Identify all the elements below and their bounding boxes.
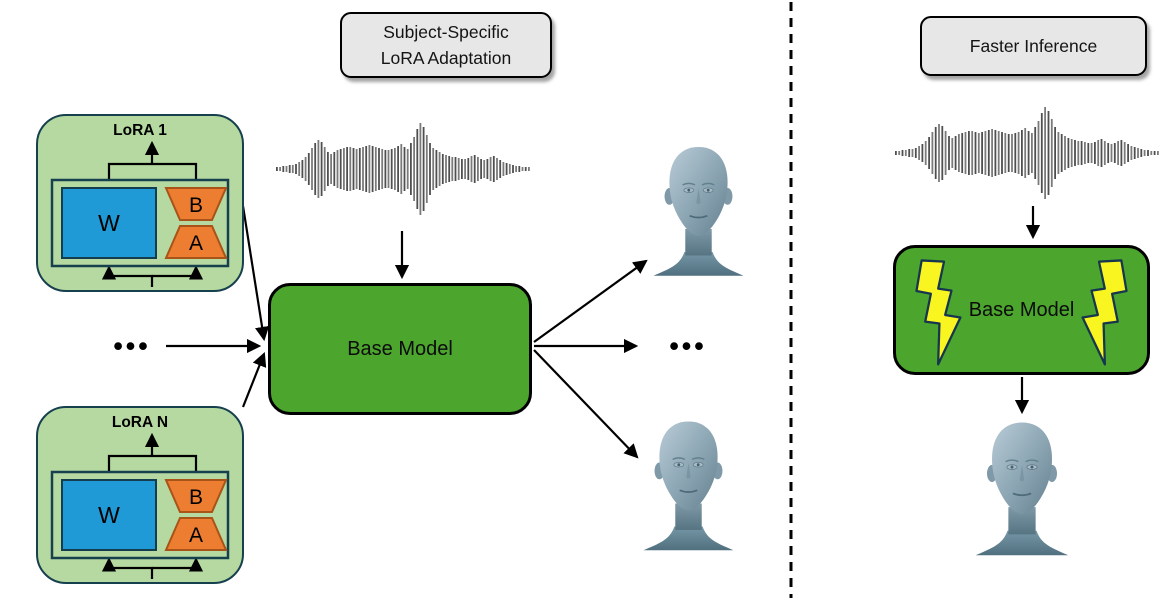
lora-card-1-label: LoRA 1 bbox=[113, 122, 167, 139]
base-model-label-left: Base Model bbox=[347, 337, 453, 360]
adapter-b-trapezoid bbox=[164, 479, 228, 513]
ellipsis-lora-inputs: ••• bbox=[113, 331, 151, 361]
left-title-line1: Subject-Specific bbox=[383, 21, 509, 42]
left-panel-title: Subject-Specific LoRA Adaptation bbox=[340, 12, 552, 78]
audio-waveform-icon-right bbox=[895, 107, 1159, 199]
lora-card-1-graphic: LoRA 1 W B A bbox=[50, 122, 230, 287]
3d-face-render-top bbox=[652, 146, 745, 277]
connector-loraN-to-base bbox=[241, 352, 267, 408]
lightning-bolt-icon-right bbox=[1081, 259, 1128, 366]
base-model-box-left: Base Model bbox=[268, 283, 532, 415]
right-title-text: Faster Inference bbox=[969, 35, 1098, 56]
adapter-a-trapezoid bbox=[164, 225, 228, 259]
b-label: B bbox=[189, 486, 203, 509]
connector-lora1-to-base bbox=[241, 205, 270, 342]
a-label: A bbox=[189, 524, 203, 547]
3d-face-render-right bbox=[974, 421, 1070, 557]
arrow-base-to-face-top bbox=[533, 259, 648, 343]
lora-card-n: LoRA N W B A bbox=[36, 406, 244, 584]
right-panel-title: Faster Inference bbox=[920, 16, 1147, 76]
lora-card-n-graphic: LoRA N W B A bbox=[50, 414, 230, 579]
ellipsis-outputs: ••• bbox=[669, 331, 707, 361]
weight-matrix-w bbox=[61, 187, 157, 259]
weight-matrix-w bbox=[61, 479, 157, 551]
left-title-line2: LoRA Adaptation bbox=[380, 48, 512, 68]
arrow-base-to-face-bottom bbox=[533, 349, 639, 459]
base-model-label-right: Base Model bbox=[968, 298, 1075, 321]
adapter-a-trapezoid bbox=[164, 517, 228, 551]
adapter-b-trapezoid bbox=[164, 187, 228, 221]
w-label: W bbox=[98, 502, 120, 528]
a-label: A bbox=[189, 232, 203, 255]
w-label: W bbox=[98, 210, 120, 236]
lightning-bolt-icon-left bbox=[915, 259, 962, 366]
b-label: B bbox=[189, 194, 203, 217]
lora-card-n-label: LoRA N bbox=[112, 414, 168, 431]
base-model-box-right: Base Model bbox=[893, 245, 1150, 375]
3d-face-render-bottom bbox=[642, 420, 735, 552]
lora-card-1: LoRA 1 W B A bbox=[36, 114, 244, 292]
audio-waveform-icon-left bbox=[276, 123, 530, 215]
